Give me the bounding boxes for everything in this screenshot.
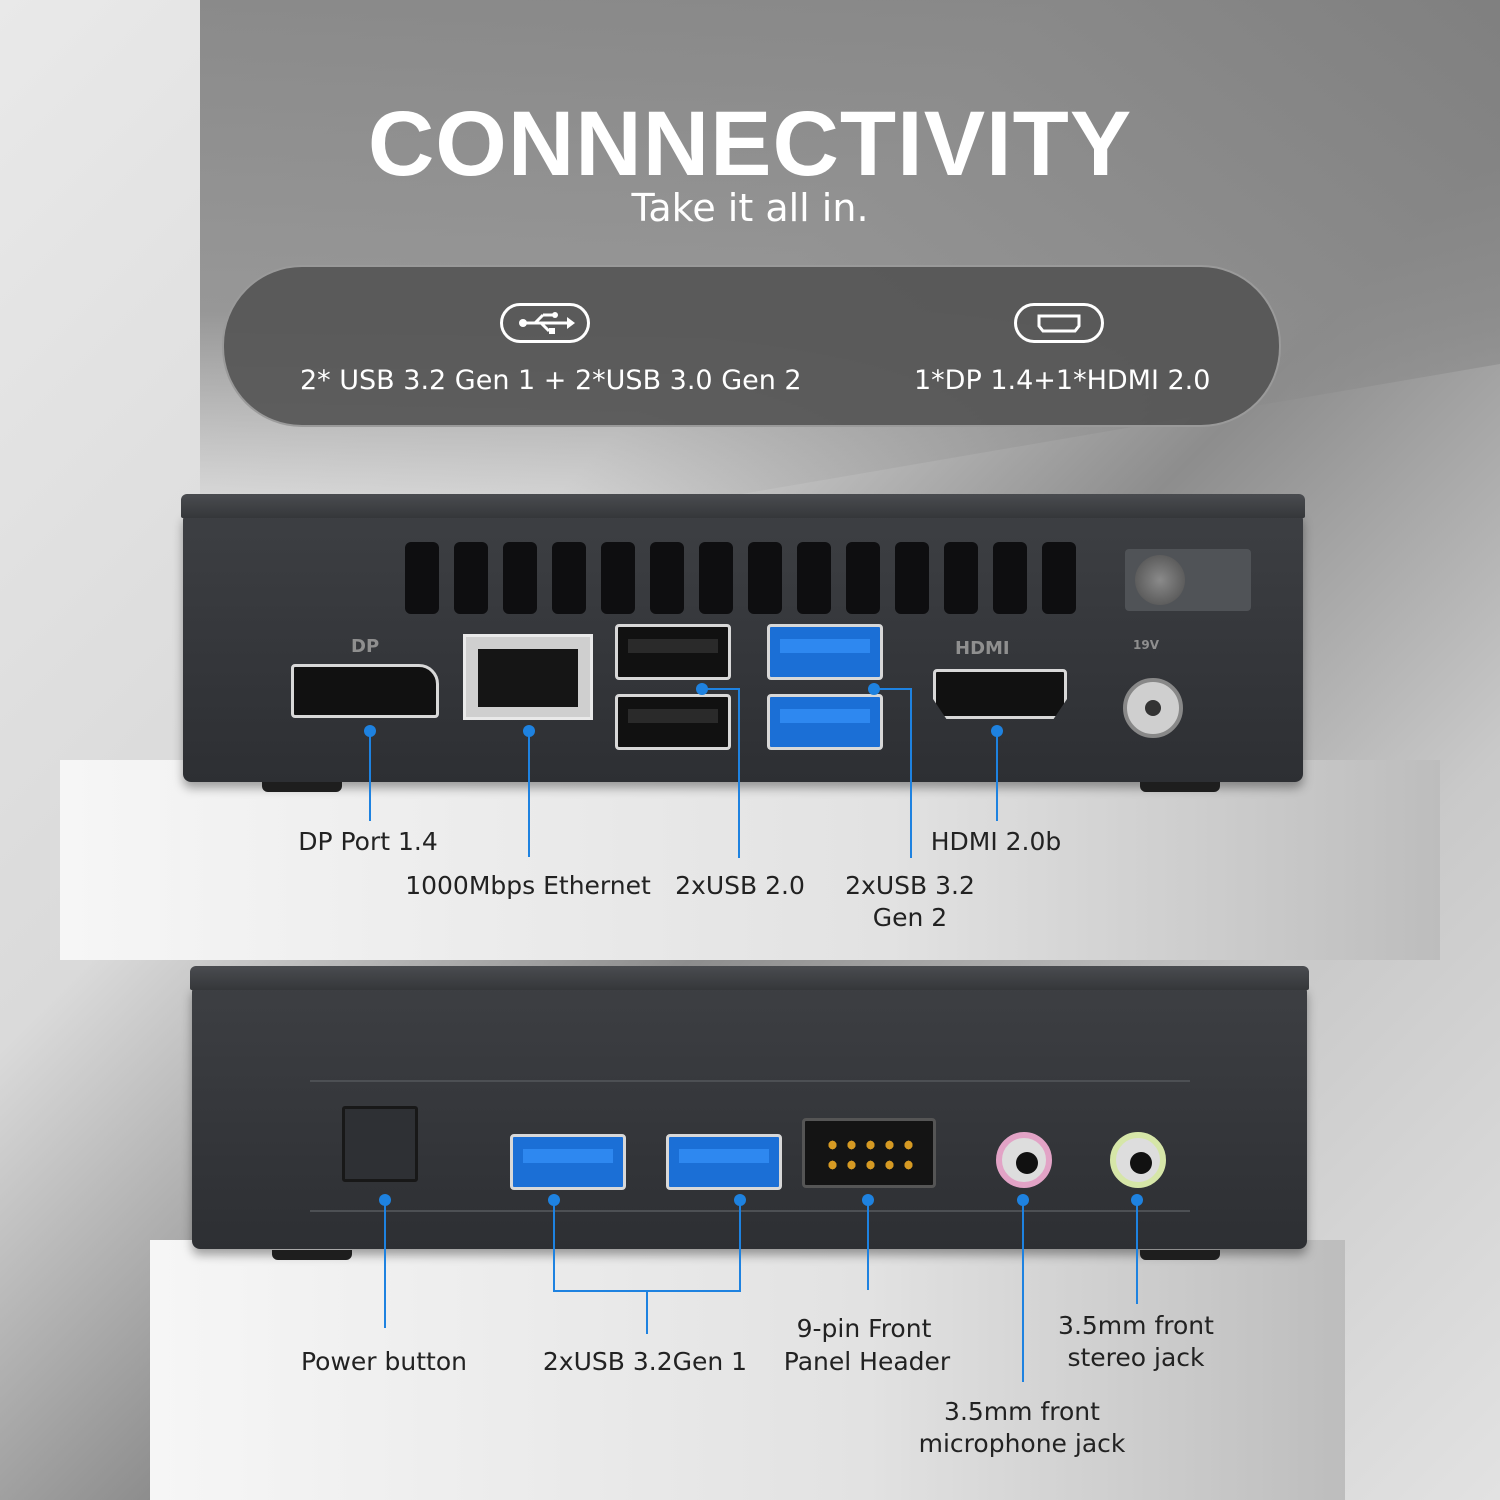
device-rear-panel: DP HDMI 19V [181,494,1305,782]
callout-line [384,1200,386,1328]
spec-summary-pill: 2* USB 3.2 Gen 1 + 2*USB 3.0 Gen 2 1*DP … [222,265,1281,427]
label-mic-line1: 3.5mm front [944,1397,1100,1426]
callout-line [646,1290,648,1334]
dc-mark: 19V [1133,638,1159,652]
hdmi-mark-icon: HDMI [955,638,1010,659]
vent-slot [405,542,439,614]
label-power-button: Power button [301,1347,467,1376]
usb32-gen1-port [666,1134,782,1190]
vent-slot [944,542,978,614]
vent-slot [1042,542,1076,614]
trim-line [310,1080,1190,1082]
usb32-gen2-port [767,694,883,750]
dp-port [291,664,439,718]
spec-usb-text: 2* USB 3.2 Gen 1 + 2*USB 3.0 Gen 2 [300,365,802,396]
front-panel-header [802,1118,936,1188]
page-title: CONNNECTIVITY [367,93,1133,195]
label-usb32-gen1: 2xUSB 3.2Gen 1 [542,1347,748,1376]
mount-bracket [1125,549,1251,611]
vent-slot [601,542,635,614]
usb20-port [615,694,731,750]
vent-slot [993,542,1027,614]
callout-line [1022,1200,1024,1382]
label-header-line1: 9-pin Front [796,1314,932,1343]
usb20-port [615,624,731,680]
usb32-gen1-port [510,1134,626,1190]
device-lid [190,966,1309,990]
display-port-icon [1014,303,1104,343]
label-usb32-line2: Gen 2 [872,903,948,932]
device-foot [1140,1250,1220,1260]
vent-slot [454,542,488,614]
screw-icon [1135,555,1185,605]
callout-line [528,731,530,857]
callout-line [873,688,911,690]
label-ethernet: 1000Mbps Ethernet [405,871,651,900]
label-hdmi: HDMI 2.0b [930,827,1062,856]
label-header-line2: Panel Header [783,1347,951,1376]
label-dp-port: DP Port 1.4 [298,827,438,856]
vent-slot [650,542,684,614]
device-front-panel [190,966,1309,1249]
label-stereo-line1: 3.5mm front [1058,1311,1214,1340]
pedestal-bottom [150,1240,1345,1500]
ethernet-port [463,634,593,720]
label-usb32-line1: 2xUSB 3.2 [845,871,975,900]
label-mic-line2: microphone jack [918,1429,1126,1458]
label-usb20: 2xUSB 2.0 [675,871,805,900]
vent-slot [699,542,733,614]
callout-line [739,1200,741,1292]
callout-line [996,731,998,821]
dc-power-jack [1123,678,1183,738]
callout-line [910,688,912,858]
device-foot [272,1250,352,1260]
microphone-jack [996,1132,1052,1188]
vent-slot [846,542,880,614]
pedestal-top [60,760,1440,960]
usb32-gen2-port [767,624,883,680]
usb-icon [500,303,590,343]
vent-slot [748,542,782,614]
device-foot [1140,782,1220,792]
power-button[interactable] [342,1106,418,1182]
callout-line [369,731,371,821]
hdmi-port [933,669,1067,719]
device-lid [181,494,1305,518]
stereo-jack [1110,1132,1166,1188]
page-subtitle: Take it all in. [631,186,869,230]
callout-line [867,1200,869,1290]
vent-slot [503,542,537,614]
callout-line [701,688,739,690]
callout-line [1136,1200,1138,1304]
vent-slot [895,542,929,614]
vent-slot [797,542,831,614]
trim-line [310,1210,1190,1212]
device-foot [262,782,342,792]
spec-display-text: 1*DP 1.4+1*HDMI 2.0 [914,365,1211,396]
vent-slot [552,542,586,614]
callout-line [738,688,740,858]
label-stereo-line2: stereo jack [1067,1343,1205,1372]
callout-line [553,1200,555,1292]
dp-mark-icon: DP [351,636,380,657]
